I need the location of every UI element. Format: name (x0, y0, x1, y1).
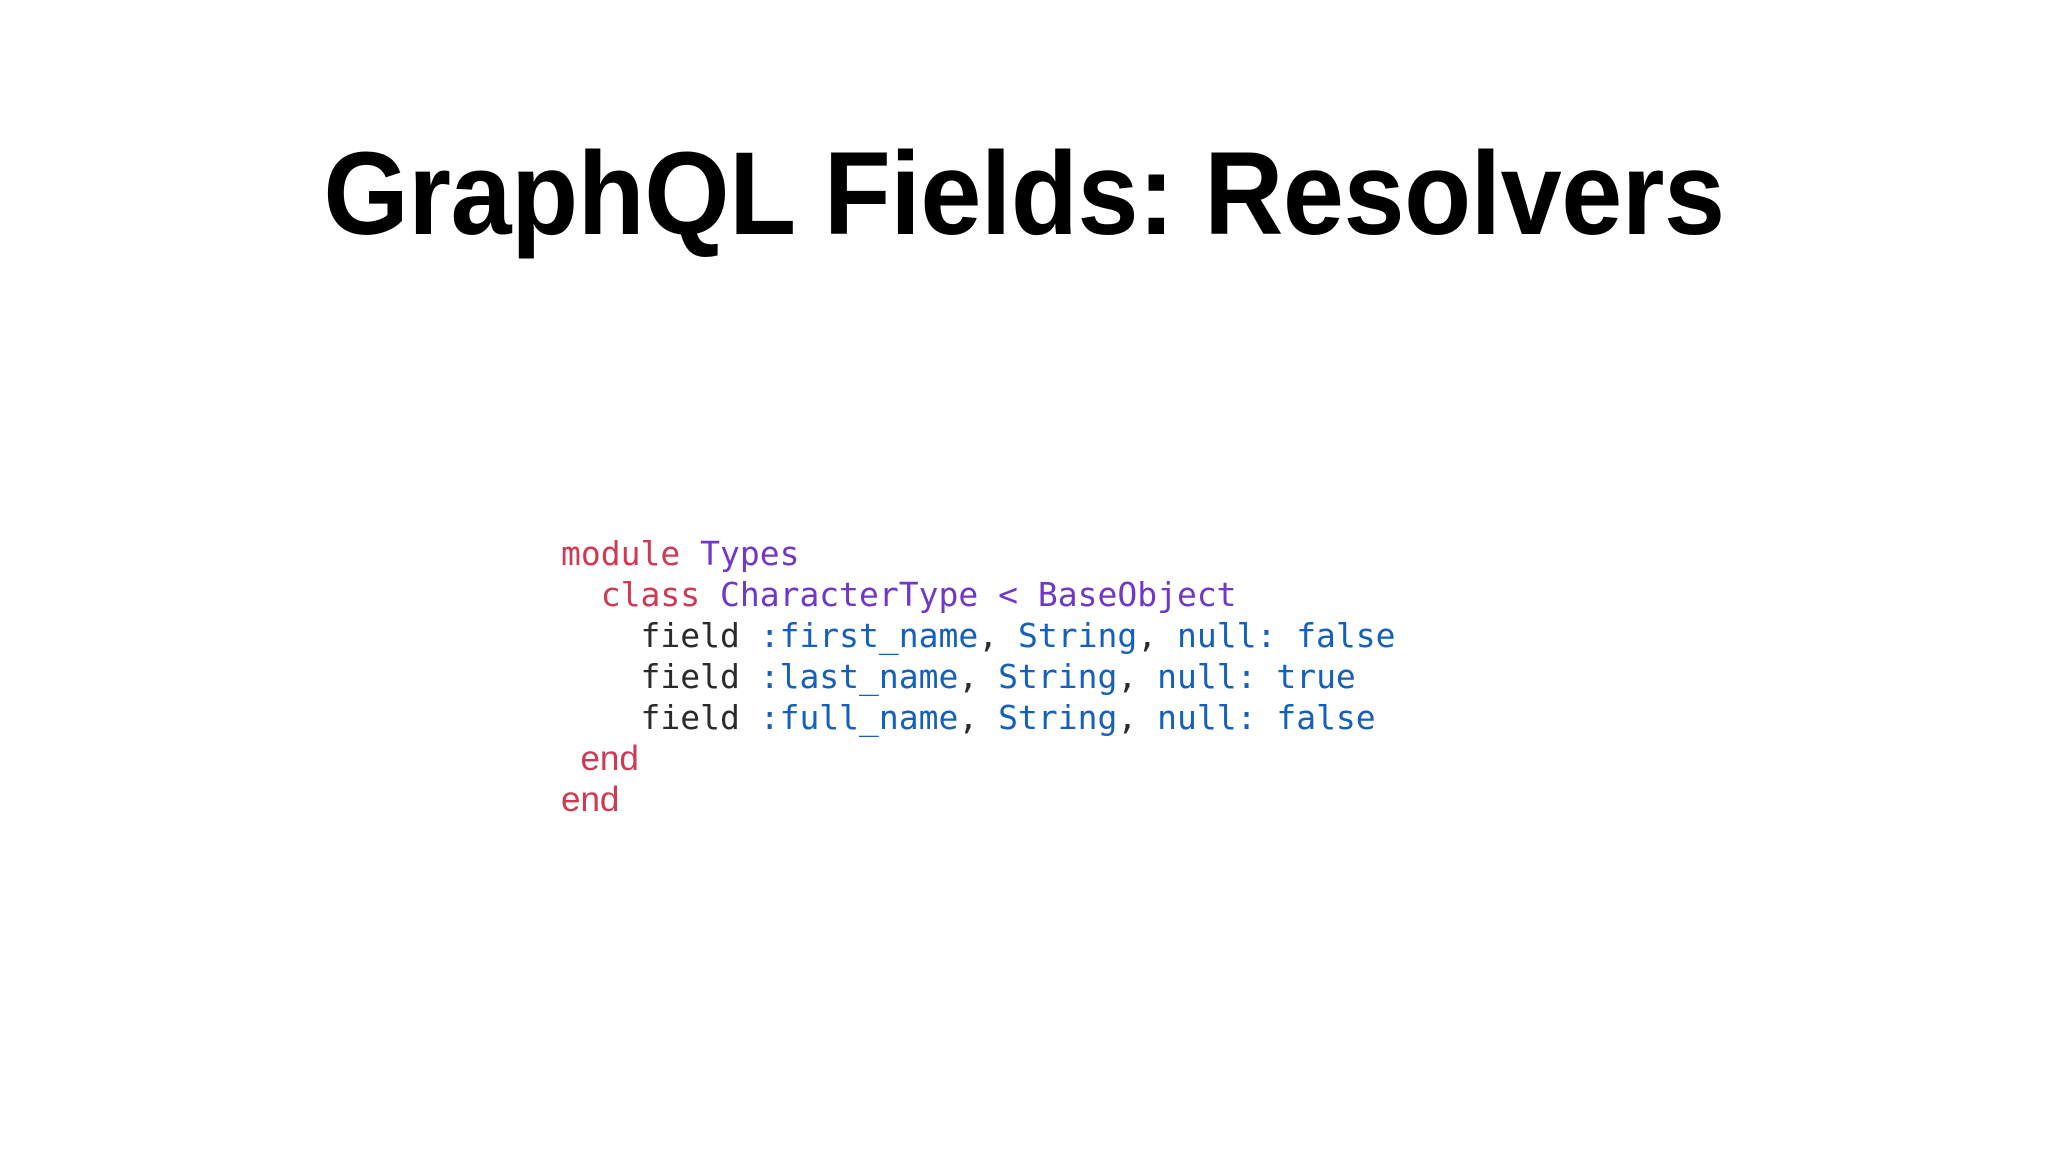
code-token-punctuation: , (958, 698, 979, 737)
code-token-symbol: String (998, 698, 1118, 737)
code-token-symbol: true (1276, 657, 1356, 696)
code-token-constant: CharacterType (719, 575, 979, 614)
code-line: end (561, 779, 1396, 820)
code-token-plain (978, 657, 998, 696)
code-token-plain (700, 575, 720, 614)
code-token-plain (978, 698, 998, 737)
code-token-keyword: end (561, 780, 620, 819)
page-title: GraphQL Fields: Resolvers (323, 128, 1725, 261)
code-indent (561, 616, 640, 655)
code-token-symbol: null: (1176, 616, 1277, 655)
code-indent (561, 698, 640, 737)
code-token-plain (998, 616, 1018, 655)
code-token-plain (680, 534, 700, 573)
code-token-symbol: null: (1157, 657, 1257, 696)
code-token-identifier: field (640, 616, 740, 655)
code-line: end (561, 738, 1396, 779)
code-indent (561, 657, 640, 696)
code-token-keyword: module (561, 534, 681, 573)
code-token-plain (1137, 698, 1157, 737)
code-token-keyword: class (600, 575, 701, 614)
code-token-keyword: end (580, 739, 639, 778)
code-token-symbol: false (1296, 616, 1396, 655)
code-indent (561, 575, 601, 614)
code-token-identifier: field (640, 657, 740, 696)
code-token-symbol: String (998, 657, 1118, 696)
code-token-plain (1276, 616, 1296, 655)
code-token-constant: < (998, 575, 1018, 614)
code-line: class CharacterType < BaseObject (561, 574, 1396, 615)
code-line: field :full_name, String, null: false (561, 697, 1396, 738)
code-token-symbol: :last_name (759, 657, 959, 696)
code-token-constant: BaseObject (1037, 575, 1237, 614)
code-token-plain (1018, 575, 1038, 614)
code-token-identifier: field (640, 698, 740, 737)
code-line: field :last_name, String, null: true (561, 656, 1396, 697)
code-token-plain (740, 657, 760, 696)
code-token-symbol: null: (1157, 698, 1257, 737)
code-indent (561, 739, 580, 778)
code-token-symbol: false (1276, 698, 1376, 737)
code-token-plain (1137, 657, 1157, 696)
code-token-punctuation: , (1137, 616, 1158, 655)
code-token-plain (1256, 657, 1276, 696)
code-block: module Types class CharacterType < BaseO… (561, 533, 1396, 820)
code-token-punctuation: , (1117, 698, 1138, 737)
code-line: module Types (561, 533, 1396, 574)
code-token-plain (1157, 616, 1177, 655)
code-token-plain (740, 616, 760, 655)
code-token-plain (1256, 698, 1276, 737)
code-token-punctuation: , (958, 657, 979, 696)
code-token-plain (978, 575, 998, 614)
code-token-punctuation: , (1117, 657, 1138, 696)
code-token-punctuation: , (978, 616, 999, 655)
code-token-symbol: :first_name (759, 616, 979, 655)
code-line: field :first_name, String, null: false (561, 615, 1396, 656)
code-token-plain (740, 698, 760, 737)
code-token-constant: Types (700, 534, 800, 573)
code-token-symbol: String (1018, 616, 1138, 655)
code-token-symbol: :full_name (759, 698, 959, 737)
